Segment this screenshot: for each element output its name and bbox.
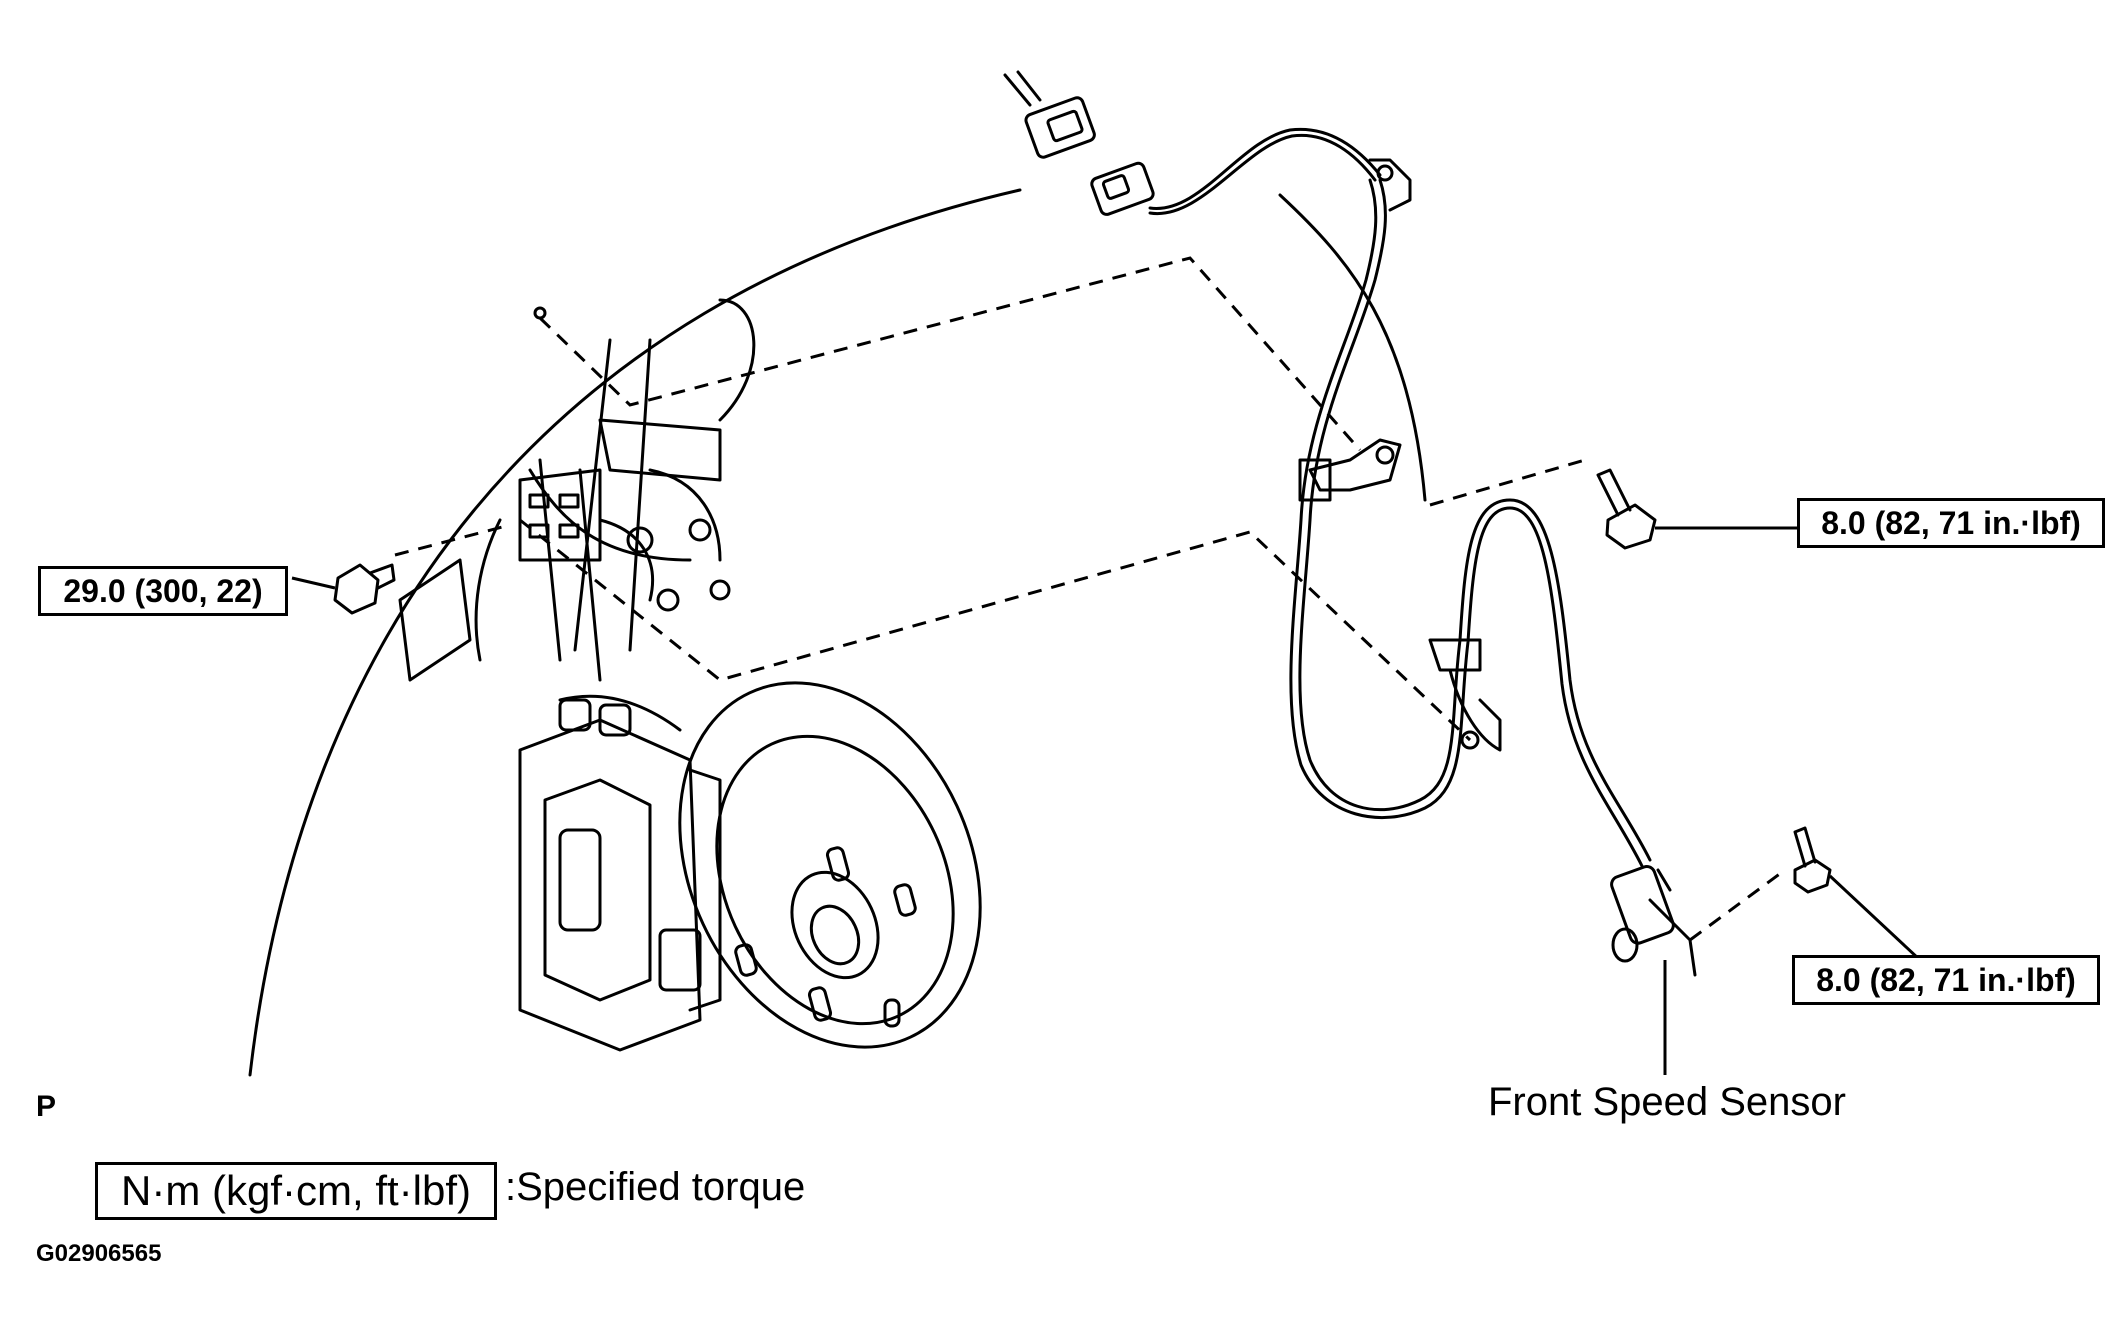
small-washer bbox=[533, 306, 547, 320]
wheel-well-arc-right bbox=[1278, 193, 1427, 502]
corner-marker: P bbox=[36, 1090, 57, 1123]
brake-rotor bbox=[678, 681, 982, 1049]
sensor-wire bbox=[1148, 127, 1652, 868]
front-speed-sensor bbox=[1610, 864, 1697, 977]
torque-label-lower-right: 8.0 (82, 71 in.·lbf) bbox=[1792, 955, 2100, 1005]
legend-torque-units: N·m (kgf·cm, ft·lbf) bbox=[95, 1162, 497, 1220]
bracket bbox=[398, 468, 602, 682]
bolt-lower-right bbox=[1793, 826, 1832, 894]
bolt-left bbox=[333, 563, 396, 615]
wheel-well-arc bbox=[248, 188, 1022, 1077]
torque-label-left: 29.0 (300, 22) bbox=[38, 566, 288, 616]
part-label-front-speed-sensor: Front Speed Sensor bbox=[1488, 1080, 1846, 1124]
wire-connector bbox=[1003, 70, 1155, 216]
leader-lines bbox=[291, 526, 1922, 1075]
wire-clamp bbox=[1298, 158, 1502, 752]
figure-code: G02906565 bbox=[36, 1240, 162, 1267]
alignment-lines bbox=[394, 256, 1786, 942]
strut-assembly bbox=[528, 298, 756, 682]
brake-caliper bbox=[518, 694, 722, 1052]
torque-label-upper-right: 8.0 (82, 71 in.·lbf) bbox=[1797, 498, 2105, 548]
bolt-upper-right bbox=[1596, 468, 1657, 550]
legend-description: :Specified torque bbox=[505, 1165, 806, 1209]
